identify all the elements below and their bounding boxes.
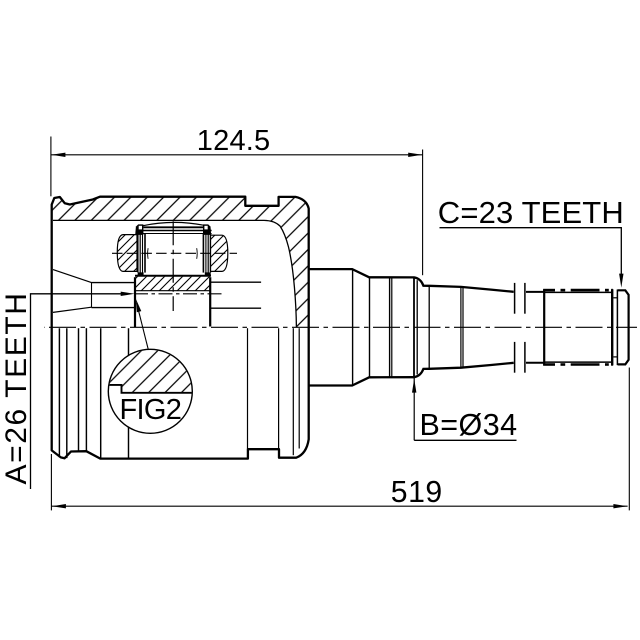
svg-text:A=26 TEETH: A=26 TEETH [0, 291, 33, 484]
svg-text:B=Ø34: B=Ø34 [420, 408, 518, 442]
svg-text:124.5: 124.5 [197, 125, 271, 157]
svg-text:C=23 TEETH: C=23 TEETH [438, 195, 624, 230]
svg-text:FIG2: FIG2 [120, 394, 182, 426]
svg-text:519: 519 [391, 476, 443, 509]
